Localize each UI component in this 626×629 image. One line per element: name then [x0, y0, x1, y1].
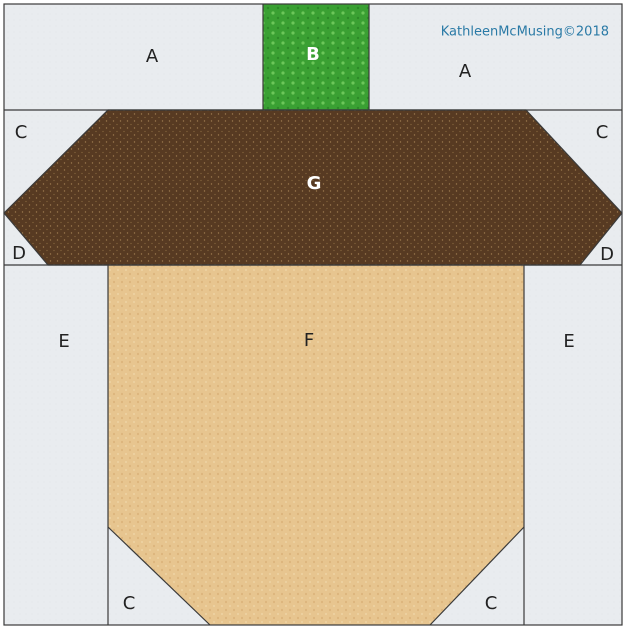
label-e-left: E: [58, 331, 69, 352]
label-a-left: A: [146, 46, 159, 67]
label-d-left: D: [12, 243, 26, 264]
label-f: F: [304, 330, 314, 351]
label-g: G: [307, 173, 322, 194]
label-c-bottom-left: C: [123, 593, 136, 614]
label-a-right: A: [459, 61, 472, 82]
label-c-bottom-right: C: [485, 593, 498, 614]
label-d-right: D: [600, 244, 614, 265]
label-b: B: [306, 44, 320, 65]
nut-piece-f: [108, 265, 524, 625]
copyright-credit: KathleenMcMusing©2018: [441, 25, 609, 40]
label-c-top-left: C: [15, 122, 28, 143]
label-e-right: E: [563, 331, 574, 352]
label-c-top-right: C: [596, 122, 609, 143]
